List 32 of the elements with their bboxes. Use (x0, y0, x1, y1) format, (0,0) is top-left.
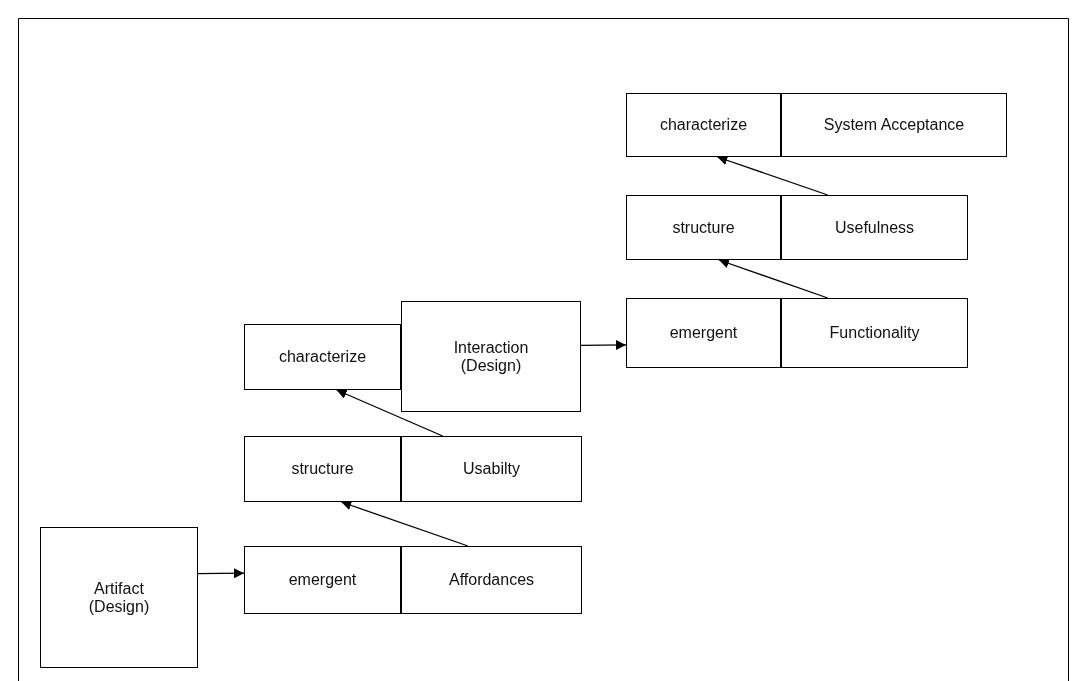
process-box (401, 546, 582, 614)
arrow (580, 340, 627, 350)
process-box (626, 93, 781, 157)
box-label: structure (672, 218, 735, 237)
process-box (244, 546, 401, 614)
process-box (781, 298, 968, 368)
box-label: Usefulness (834, 218, 915, 237)
process-box (401, 436, 582, 502)
arrow (718, 258, 829, 299)
box-label: Artifact (Design) (87, 579, 151, 616)
arrow (197, 568, 245, 579)
process-box (781, 195, 968, 260)
process-box (40, 527, 198, 668)
process-box (626, 298, 781, 368)
process-box (626, 195, 781, 260)
box-label: characterize (659, 116, 748, 134)
arrow (336, 389, 444, 437)
box-label: structure (291, 460, 354, 478)
arrow (716, 155, 829, 196)
arrow (340, 500, 469, 547)
box-label: characterize (278, 348, 367, 366)
box-label: Interaction (Design) (452, 338, 530, 375)
process-box (401, 301, 581, 412)
box-label: Affordances (448, 571, 535, 589)
box-label: emergent (288, 571, 357, 589)
box-label: Functionality (829, 324, 920, 342)
process-box (244, 436, 401, 502)
process-box (781, 93, 1007, 157)
box-label: emergent (669, 324, 738, 342)
process-box (244, 324, 401, 390)
box-label: Usabilty (463, 460, 520, 478)
box-label: System Acceptance (823, 116, 965, 134)
